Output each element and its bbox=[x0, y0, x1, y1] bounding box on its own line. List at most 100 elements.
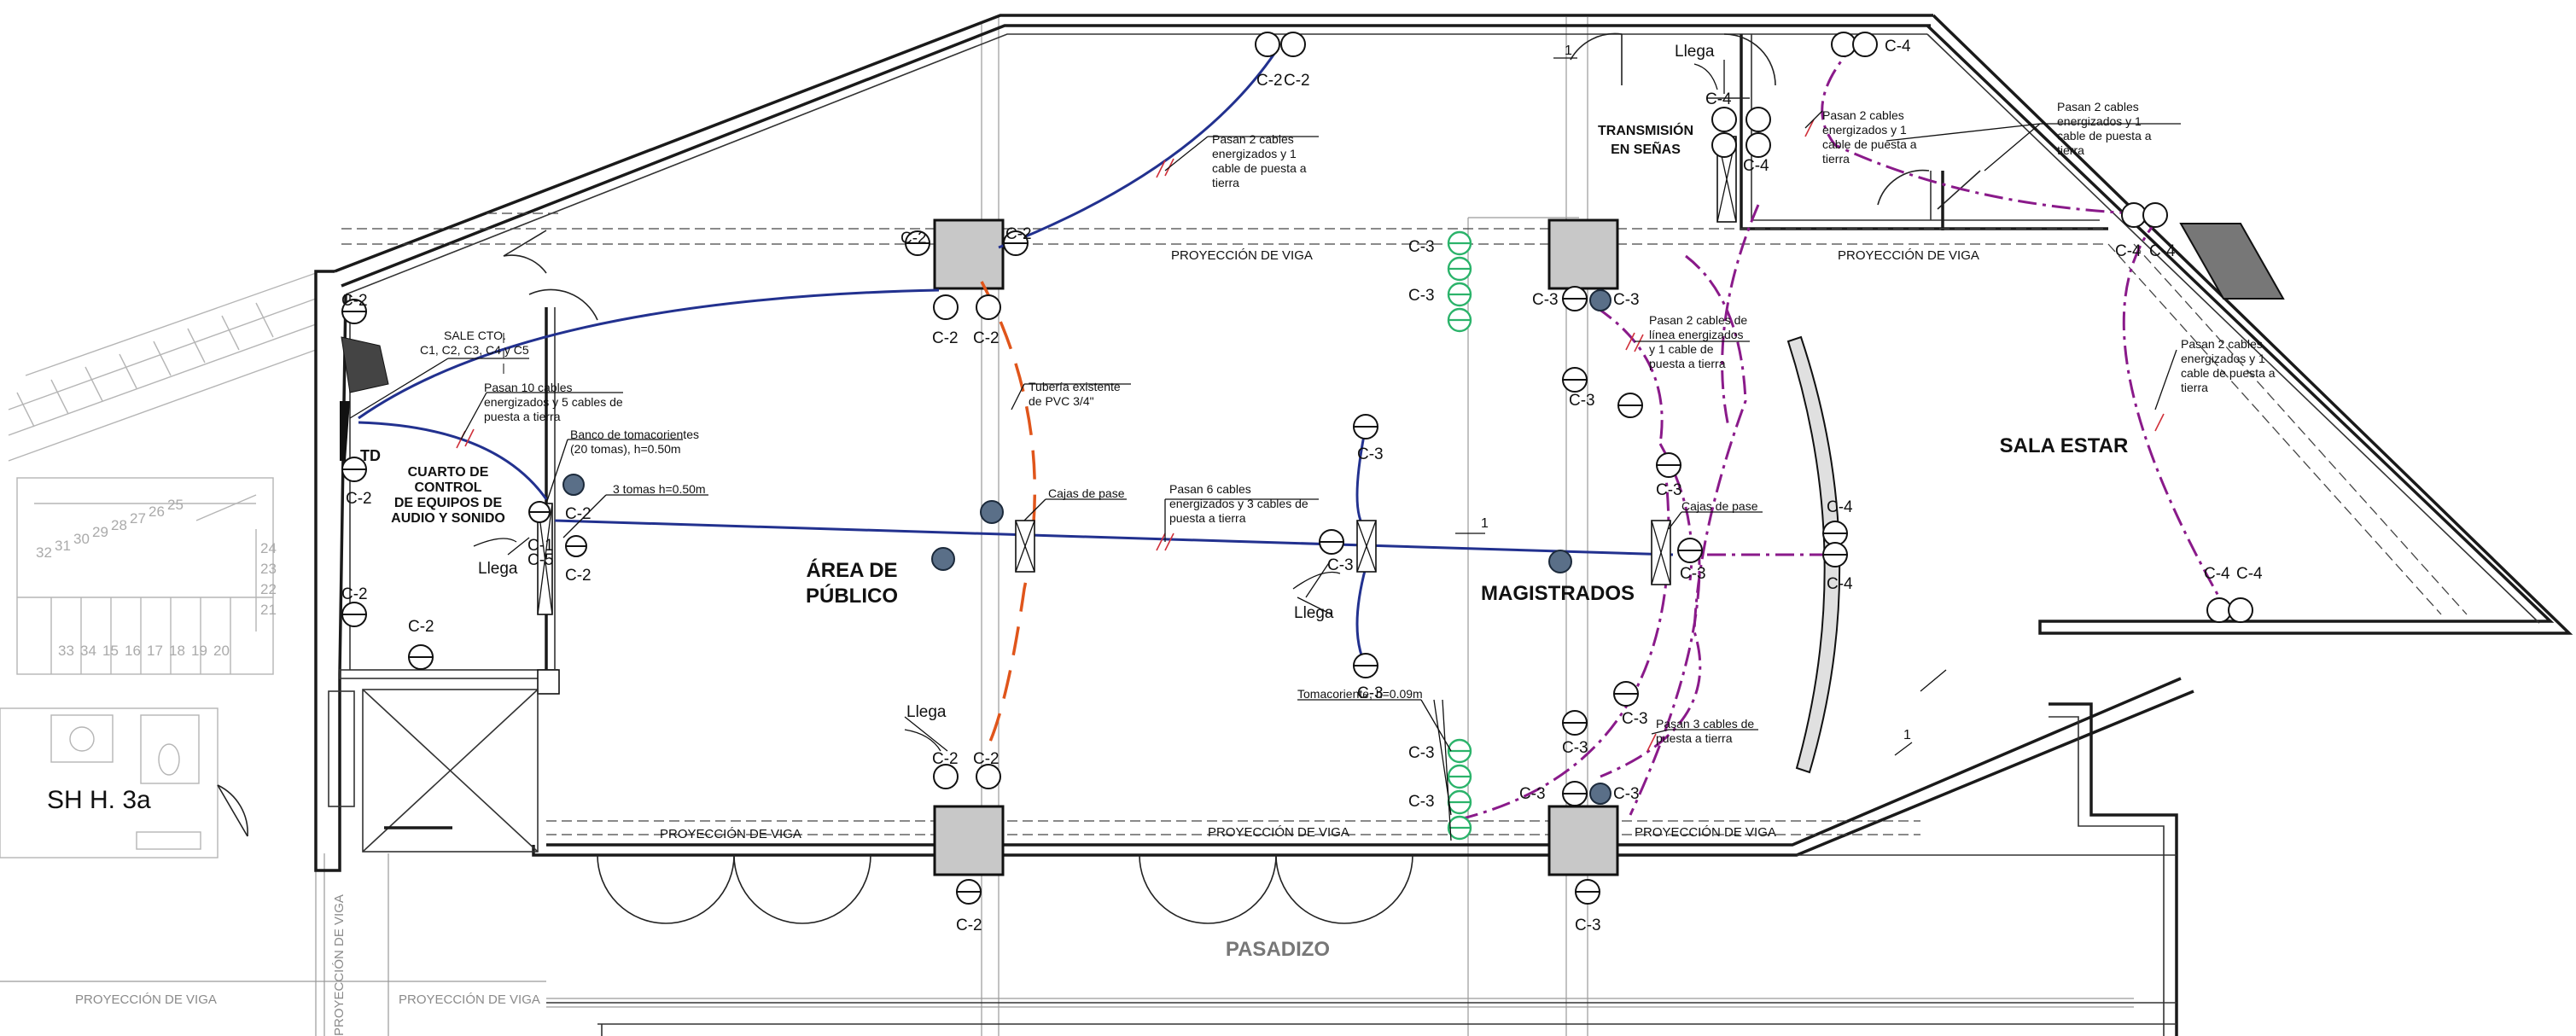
outlet bbox=[1319, 529, 1344, 555]
note-text: energizados y 5 cables de bbox=[484, 395, 623, 409]
stair-number: 28 bbox=[111, 517, 127, 533]
note-text: Tomacoriente, h=0.09m bbox=[1297, 687, 1423, 701]
control-room-label: AUDIO Y SONIDO bbox=[391, 511, 505, 526]
annotation-leaders bbox=[349, 60, 2181, 841]
beam-projection-label: PROYECCIÓN DE VIGA bbox=[660, 827, 801, 841]
note-text: y 1 cable de bbox=[1649, 342, 1714, 356]
column bbox=[1547, 218, 1619, 290]
stair-number: 34 bbox=[80, 643, 96, 659]
floor-outlet bbox=[1589, 783, 1611, 805]
sign-room-label: EN SEÑAS bbox=[1611, 140, 1681, 157]
circuit-label: C-2 bbox=[1256, 72, 1283, 90]
note-text: puesta a tierra bbox=[1169, 511, 1246, 525]
outlet bbox=[341, 602, 367, 627]
building-walls bbox=[314, 14, 2573, 1036]
circuit-label: C-3 bbox=[1408, 744, 1435, 762]
wire-ticks bbox=[456, 119, 2165, 752]
floor-outlet bbox=[1548, 550, 1572, 573]
note-text: SALE CTO. bbox=[444, 329, 506, 342]
outlet bbox=[1003, 230, 1029, 256]
section-mark: 1 bbox=[1481, 516, 1489, 531]
circuit-label: C-3 bbox=[1357, 684, 1384, 702]
outlet bbox=[1353, 414, 1378, 439]
circuit-label: C-3 bbox=[1562, 739, 1588, 757]
note-text: Pasan 2 cables bbox=[2181, 337, 2263, 351]
stair-number: 21 bbox=[260, 602, 277, 618]
outlet bbox=[1613, 681, 1639, 707]
stair-number: 27 bbox=[130, 510, 146, 527]
circuit-label: C-2 bbox=[341, 585, 368, 603]
outlet bbox=[1822, 542, 1848, 567]
note-text: (20 tomas), h=0.50m bbox=[570, 442, 681, 456]
circuit-labels: C-2 C-2 C-2 C-2 C-2 C-2 C-2 C-2 C-2 C-2 … bbox=[341, 38, 2263, 934]
magistrates-label: MAGISTRADOS bbox=[1481, 582, 1635, 605]
column bbox=[2179, 223, 2285, 300]
doors bbox=[503, 32, 1981, 924]
outlet bbox=[2206, 597, 2253, 623]
beam-projection-label: PROYECCIÓN DE VIGA bbox=[1635, 825, 1776, 840]
circuit-label: C-2 bbox=[956, 917, 982, 934]
note-text: Llega bbox=[1675, 43, 1715, 61]
lounge-label: SALA ESTAR bbox=[2000, 434, 2129, 457]
circuit-label: C-4 bbox=[2115, 242, 2142, 260]
branch-circuit bbox=[1459, 460, 1670, 821]
outlet bbox=[2121, 202, 2168, 228]
panel-body bbox=[340, 401, 350, 461]
feeder-circuit bbox=[358, 288, 940, 420]
note-text: Llega bbox=[478, 560, 518, 578]
beam-projections bbox=[341, 212, 2468, 835]
stair-number: 22 bbox=[260, 581, 277, 597]
stair-number: 16 bbox=[125, 643, 141, 659]
floor-outlet bbox=[931, 547, 955, 571]
outlet bbox=[341, 457, 367, 482]
circuit-label: C-2 bbox=[973, 329, 1000, 347]
circuit-label: C-2 bbox=[1284, 72, 1310, 90]
outlet bbox=[1617, 393, 1643, 418]
outlet bbox=[1562, 710, 1588, 736]
restroom: SH H. 3a bbox=[0, 707, 248, 858]
note-text: tierra bbox=[1212, 176, 1239, 189]
outlet bbox=[905, 230, 930, 256]
branch-circuit bbox=[1629, 545, 1701, 816]
circuit-label: C-4 bbox=[1885, 38, 1911, 55]
arrival-arrows bbox=[473, 63, 1718, 752]
note-text: energizados y 1 bbox=[1822, 123, 1907, 137]
beam-projection-label: PROYECCIÓN DE VIGA bbox=[1838, 248, 1979, 263]
note-text: Cajas de pase bbox=[1048, 486, 1125, 500]
circuit-label: C-3 bbox=[1327, 556, 1354, 574]
beam-projection-label: PROYECCIÓN DE VIGA bbox=[75, 992, 217, 1007]
circuit-label: C-3 bbox=[1613, 291, 1640, 309]
low-outlet bbox=[1447, 307, 1472, 333]
feeder-circuit bbox=[358, 421, 548, 500]
outlet bbox=[1711, 132, 1771, 158]
outlet bbox=[565, 535, 587, 557]
note-text: Pasan 3 cables de bbox=[1656, 717, 1754, 730]
circuit-label: C-3 bbox=[1357, 445, 1384, 463]
beam-projection-label: PROYECCIÓN DE VIGA bbox=[1208, 825, 1349, 840]
circuit-label: C-3 bbox=[1532, 291, 1559, 309]
outlet bbox=[1562, 286, 1588, 311]
circuit-label: C-2 bbox=[900, 230, 927, 247]
section-mark: 1 bbox=[1903, 728, 1911, 742]
floor-outlet bbox=[1589, 289, 1611, 311]
note-text: puesta a tierra bbox=[484, 410, 561, 423]
note-text: tierra bbox=[1822, 152, 1850, 166]
note-text: cable de puesta a bbox=[1822, 137, 1917, 151]
low-outlet bbox=[1447, 764, 1472, 789]
note-text: Pasan 2 cables de bbox=[1649, 313, 1747, 327]
feeder-circuit bbox=[554, 519, 1674, 556]
stair-number: 23 bbox=[260, 561, 277, 577]
control-room-label: CUARTO DE bbox=[408, 465, 489, 480]
outlet bbox=[933, 294, 1001, 320]
circuit-label: C-2 bbox=[565, 567, 592, 585]
low-outlet bbox=[1447, 789, 1472, 815]
note-text: Pasan 6 cables bbox=[1169, 482, 1251, 496]
circuit-label: C-3 bbox=[1575, 917, 1601, 934]
circuit-label: C-2 bbox=[346, 490, 372, 508]
low-outlet bbox=[1447, 738, 1472, 764]
outlet bbox=[341, 299, 367, 324]
outlet bbox=[956, 879, 982, 905]
floor-outlet bbox=[980, 500, 1004, 524]
note-text: energizados y 1 bbox=[2181, 352, 2265, 365]
